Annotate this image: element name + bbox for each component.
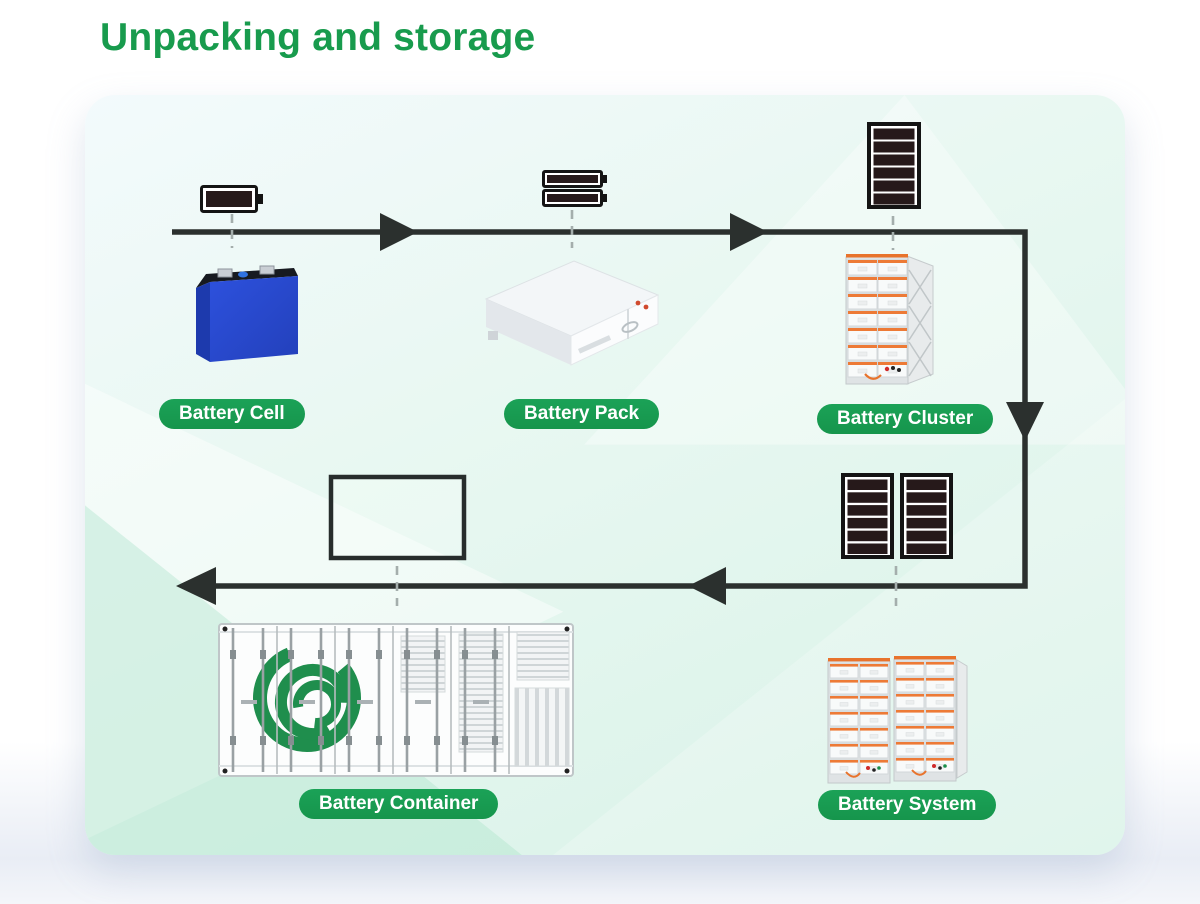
label-pill-battery-cluster: Battery Cluster bbox=[817, 404, 994, 434]
battery-stack-icon bbox=[867, 122, 921, 209]
background-triangle bbox=[553, 399, 1125, 855]
label-pill-battery-container: Battery Container bbox=[299, 789, 499, 819]
battery-double-stack-icon bbox=[841, 473, 953, 559]
page-title: Unpacking and storage bbox=[100, 16, 536, 59]
battery-system-image bbox=[826, 650, 968, 786]
label-pill-battery-cell: Battery Cell bbox=[159, 399, 305, 429]
battery-pack-image bbox=[484, 260, 660, 366]
label-pill-battery-pack: Battery Pack bbox=[504, 399, 660, 429]
battery-single-icon bbox=[200, 185, 263, 213]
label-pill-battery-system: Battery System bbox=[818, 790, 997, 820]
battery-cell-image bbox=[196, 265, 298, 362]
battery-container-image bbox=[218, 623, 574, 777]
battery-cluster-image bbox=[845, 254, 934, 385]
battery-double-icon bbox=[542, 170, 607, 207]
